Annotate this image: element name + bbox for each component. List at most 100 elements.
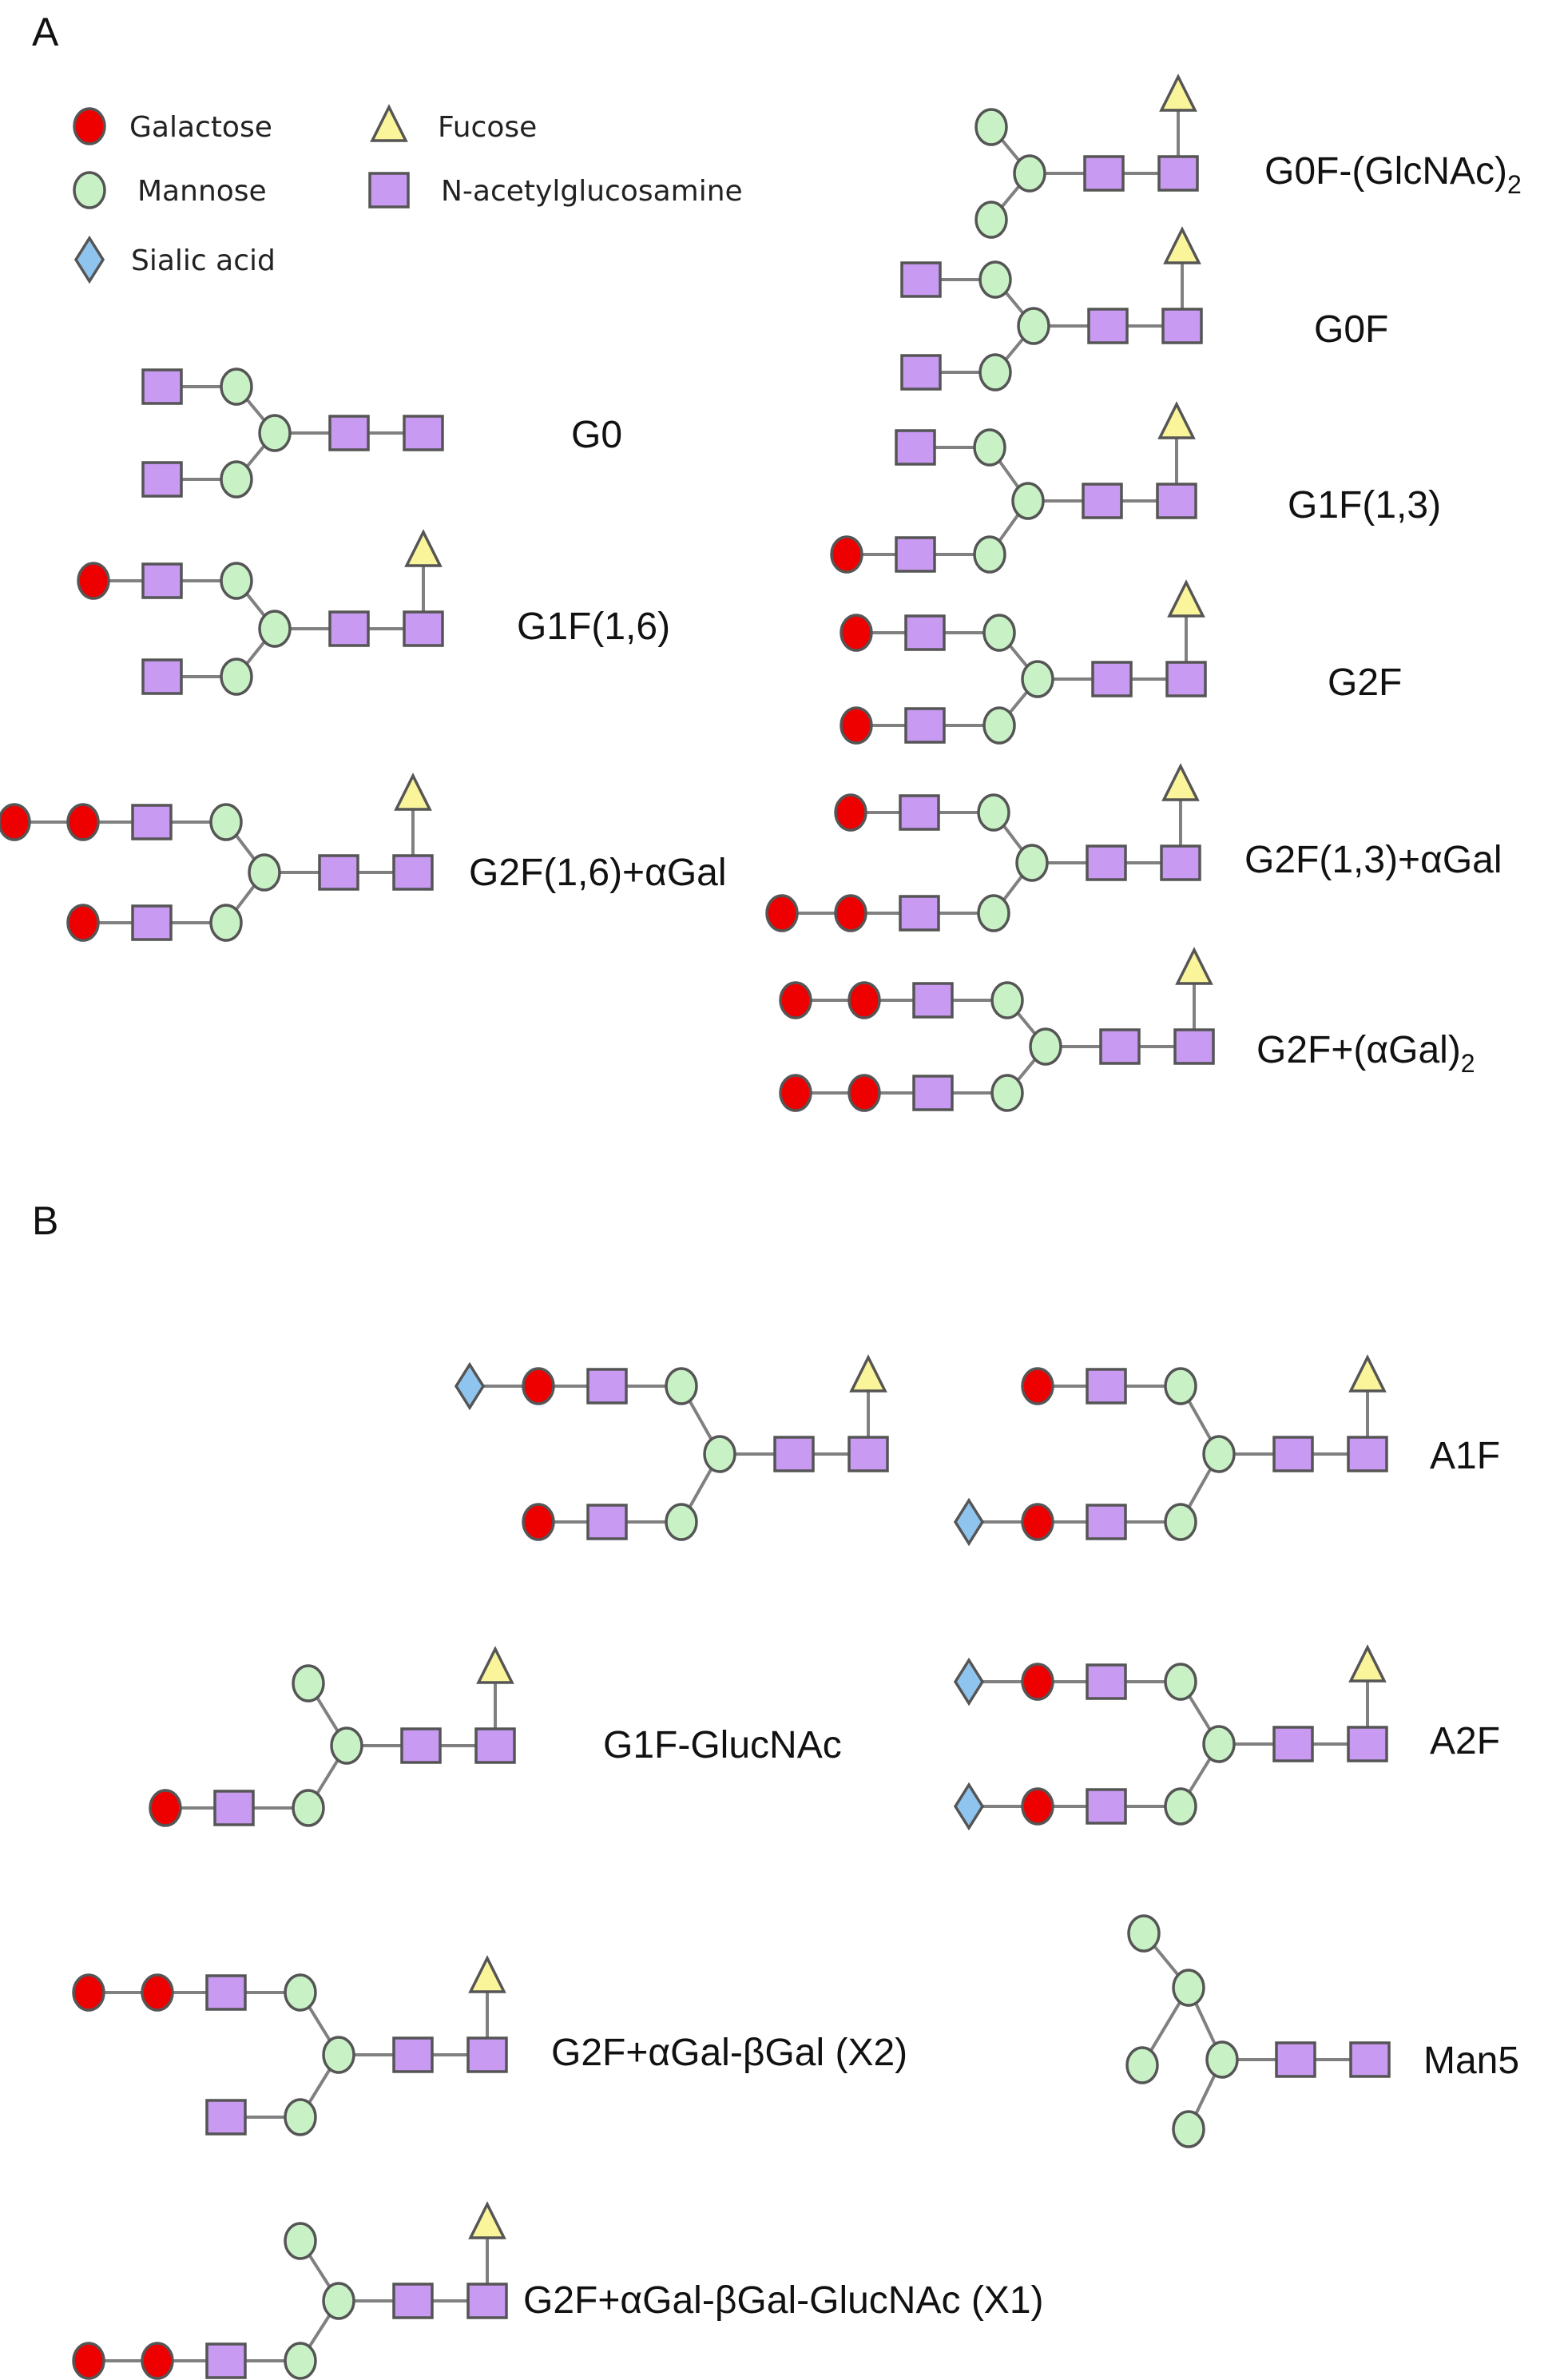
mannose-circle xyxy=(1021,660,1054,698)
glcnac-square xyxy=(1157,155,1199,192)
glycan-label: A1F xyxy=(1430,1435,1500,1477)
galactose-circle xyxy=(141,1973,174,2012)
glcnac-square xyxy=(1272,1436,1314,1472)
galactose-circle xyxy=(522,1367,555,1405)
glcnac-square xyxy=(392,2283,434,2319)
glcnac-square xyxy=(466,2283,508,2319)
galactose-circle xyxy=(779,981,812,1019)
mannose-circle xyxy=(665,1503,698,1541)
mannose-circle xyxy=(973,428,1006,467)
glcnac-square xyxy=(773,1436,815,1472)
monosaccharide-nodes xyxy=(0,74,1391,2380)
mannose-circle xyxy=(330,1726,363,1765)
glcnac-square xyxy=(1086,1663,1127,1700)
glcnac-square xyxy=(900,354,942,391)
mannose-circle xyxy=(977,894,1010,932)
mannose-circle xyxy=(1029,1027,1062,1066)
glcnac-square xyxy=(318,854,359,891)
glcnac-square xyxy=(1083,155,1125,192)
glcnac-square xyxy=(1086,1504,1127,1540)
galactose-circle xyxy=(1021,1503,1054,1541)
fucose-triangle xyxy=(1161,763,1200,801)
glcnac-square xyxy=(141,658,183,695)
mannose-circle xyxy=(284,2098,317,2136)
glcnac-square xyxy=(1091,661,1133,697)
galactose-circle xyxy=(149,1789,182,1827)
galactose-circle xyxy=(1021,1367,1054,1405)
mannose-circle xyxy=(1205,2040,1239,2079)
galactose-circle xyxy=(77,562,110,600)
glycan-label: A2F xyxy=(1430,1720,1500,1762)
glcnac-square xyxy=(1173,1028,1215,1065)
mannose-circle xyxy=(220,368,253,406)
mannose-circle xyxy=(990,1074,1024,1112)
glycan-labels: G0F-(GlcNAc)2G0G0FG1F(1,3)G1F(1,6)G2FG2F… xyxy=(469,150,1522,2322)
glcnac-square xyxy=(141,562,183,599)
galactose-circle xyxy=(66,803,100,841)
glycan-label: G2F+(αGal)2 xyxy=(1256,1029,1475,1078)
glcnac-square xyxy=(141,368,183,405)
mannose-circle xyxy=(977,793,1010,832)
glycan-label: G2F+αGal-βGal (X2) xyxy=(551,2032,907,2074)
glcnac-square xyxy=(141,461,183,498)
galactose-circle xyxy=(840,614,873,652)
galactose-circle xyxy=(765,894,799,932)
galactose-circle xyxy=(834,894,867,932)
mannose-circle xyxy=(209,904,243,942)
glcnac-square xyxy=(904,707,946,744)
mannose-circle xyxy=(982,614,1016,652)
glcnac-square xyxy=(895,429,936,466)
legend-label: Galactose xyxy=(129,111,272,144)
galactose-circle xyxy=(73,107,106,145)
glcnac-square xyxy=(466,2036,508,2073)
mannose-circle xyxy=(322,2282,355,2320)
glcnac-square xyxy=(400,1727,442,1764)
glcnac-square xyxy=(368,172,410,209)
galactose-circle xyxy=(840,706,873,745)
legend-item-glcnac: N-acetylglucosamine xyxy=(368,172,743,209)
mannose-circle xyxy=(990,981,1024,1019)
sialic-acid-diamond xyxy=(953,1657,985,1707)
fucose-triangle xyxy=(404,529,443,567)
sialic-acid-diamond xyxy=(73,235,105,284)
glcnac-square xyxy=(328,610,370,647)
glcnac-square xyxy=(213,1790,255,1826)
mannose-circle xyxy=(248,853,281,892)
glycan-label-subscript: 2 xyxy=(1507,170,1522,199)
fucose-triangle xyxy=(1159,74,1197,112)
mannose-circle xyxy=(1202,1435,1236,1473)
glycan-label: G1F(1,3) xyxy=(1288,484,1441,526)
mannose-circle xyxy=(284,2222,317,2260)
fucose-triangle xyxy=(1348,1644,1387,1683)
fucose-triangle xyxy=(1348,1354,1387,1393)
legend-label: Fucose xyxy=(438,111,537,144)
glcnac-square xyxy=(131,804,173,840)
mannose-circle xyxy=(1013,154,1046,193)
galactose-circle xyxy=(522,1503,555,1541)
legend-item-mannose: Mannose xyxy=(73,171,267,209)
mannose-circle xyxy=(1164,1503,1197,1541)
glycan-label: G2F(1,6)+αGal xyxy=(469,852,727,894)
mannose-circle xyxy=(220,658,253,696)
fucose-triangle xyxy=(1167,579,1205,618)
glcnac-square xyxy=(205,1974,247,2011)
fucose-triangle xyxy=(476,1646,514,1684)
glcnac-square xyxy=(1086,844,1127,881)
fucose-triangle xyxy=(468,2201,506,2239)
glcnac-square xyxy=(1161,308,1203,344)
glcnac-square xyxy=(1087,308,1129,344)
galactose-circle xyxy=(141,2342,174,2380)
glcnac-square xyxy=(392,2036,434,2073)
glcnac-square xyxy=(586,1368,628,1405)
mannose-circle xyxy=(975,108,1008,146)
legend-item-galactose: Galactose xyxy=(73,107,272,145)
glcnac-square xyxy=(131,904,173,941)
mannose-circle xyxy=(1164,1663,1197,1701)
mannose-circle xyxy=(73,171,106,209)
fucose-triangle xyxy=(849,1354,887,1393)
mannose-circle xyxy=(1202,1725,1236,1763)
fucose-triangle xyxy=(394,773,432,811)
glycan-label: G2F xyxy=(1328,662,1402,704)
galactose-circle xyxy=(847,1074,881,1112)
